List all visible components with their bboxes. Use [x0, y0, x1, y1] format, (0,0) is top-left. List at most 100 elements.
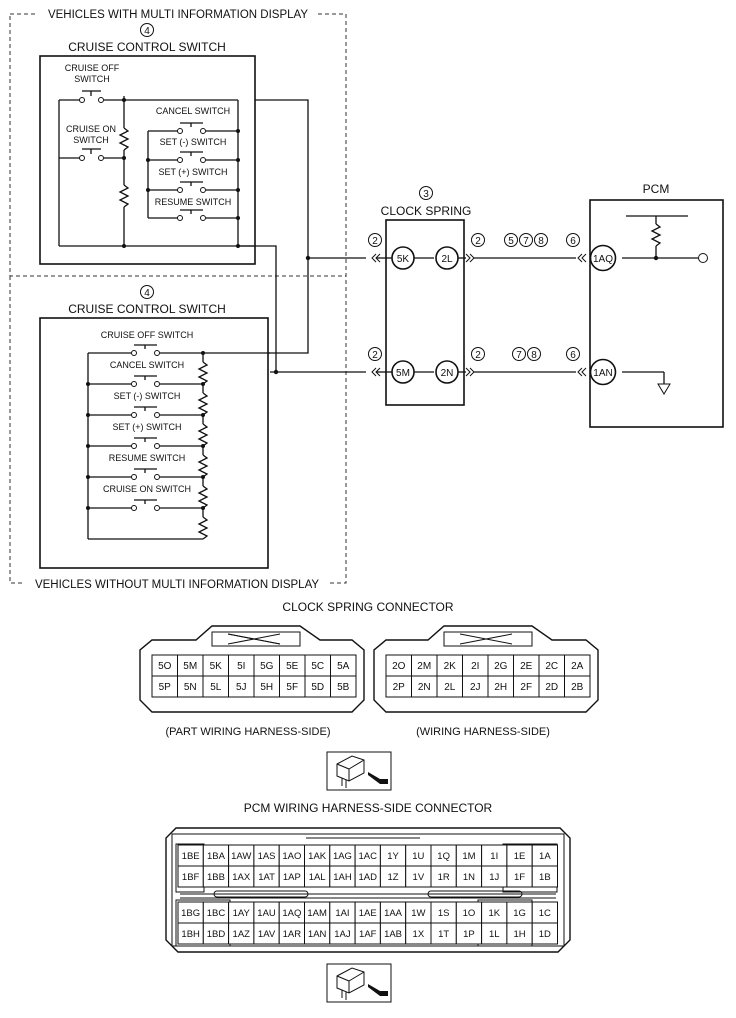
ref-num-2-d: 2 [475, 350, 481, 361]
ref-num-2-a: 2 [372, 236, 378, 247]
pcm-pin-label: 1N [463, 872, 475, 883]
clock-connector-title: CLOCK SPRING CONNECTOR [282, 600, 453, 614]
variant-outline-without-mid [9, 276, 347, 584]
ref-circle-8-a [534, 233, 548, 247]
pcm-pin-label: 1S [438, 908, 450, 919]
pcm-pin-label: 1AD [359, 872, 378, 883]
view-direction-icon-2 [326, 963, 392, 1003]
label-cancel-upper: CANCEL SWITCH [156, 106, 230, 116]
connector-pin-label: 5D [311, 682, 324, 693]
connector-pin-label: 5E [286, 661, 299, 672]
label-cruise-on-lower: CRUISE ON SWITCH [103, 484, 191, 494]
label-set-plus-upper: SET (+) SWITCH [158, 167, 227, 177]
connector-pin-label: 2J [470, 682, 481, 693]
terminal-5k [391, 246, 415, 270]
label-cruise-on-upper: CRUISE ON [66, 124, 116, 134]
terminal-1aq-label: 1AQ [593, 254, 613, 265]
pcm-pin-label: 1AY [233, 908, 251, 919]
label-cancel-lower: CANCEL SWITCH [110, 360, 184, 370]
connector-pin-label: 5M [183, 661, 197, 672]
connector-pin-label: 2G [494, 661, 508, 672]
terminal-5m [391, 360, 415, 384]
pcm-pin-label: 1A [539, 851, 551, 862]
ref-num-8-b: 8 [531, 350, 537, 361]
pcm-pin-label: 1AM [307, 908, 327, 919]
ref-num-6-b: 6 [570, 350, 576, 361]
ref-circle-2-d [471, 347, 485, 361]
connector-pin-label: 5B [337, 682, 350, 693]
label-cruise-on-upper-2: SWITCH [73, 135, 109, 145]
variant-label-without-mid: VEHICLES WITHOUT MULTI INFORMATION DISPL… [35, 579, 319, 591]
connector-pin-label: 2B [571, 682, 584, 693]
ref-circle-4-lower [140, 285, 154, 299]
connector-pin-label: 2O [392, 661, 406, 672]
label-resume-lower: RESUME SWITCH [109, 453, 186, 463]
pcm-pin-label: 1Z [388, 872, 399, 883]
pcm-box [589, 199, 724, 428]
pcm-pin-label: 1M [462, 851, 475, 862]
pcm-title: PCM [643, 182, 670, 196]
connector-pin-label: 2F [520, 682, 532, 693]
connector-pin-label: 5C [311, 661, 324, 672]
terminal-1an-label: 1AN [593, 368, 612, 379]
connector-pin-cell [564, 675, 591, 698]
pcm-pin-label: 1P [463, 929, 475, 940]
pcm-pin-label: 1AQ [282, 908, 301, 919]
pcm-pin-label: 1F [514, 872, 525, 883]
ref-num-3: 3 [423, 189, 429, 200]
clock-connector-left-caption: (PART WIRING HARNESS-SIDE) [165, 726, 330, 738]
connector-pin-label: 5N [184, 682, 197, 693]
pcm-pin-label: 1I [490, 851, 498, 862]
pcm-pin-label: 1AH [333, 872, 352, 883]
label-set-minus-lower: SET (-) SWITCH [114, 391, 181, 401]
label-cruise-off-upper: CRUISE OFF [65, 63, 120, 73]
pcm-pin-label: 1G [513, 908, 526, 919]
ref-num-7-a: 7 [523, 236, 529, 247]
pcm-pin-label: 1O [463, 908, 476, 919]
connector-pin-label: 2E [520, 661, 533, 672]
connector-pin-label: 2N [418, 682, 431, 693]
pcm-pin-label: 1BB [207, 872, 225, 883]
variant-label-with-mid: VEHICLES WITH MULTI INFORMATION DISPLAY [48, 9, 308, 21]
connector-pin-label: 5O [158, 661, 172, 672]
pcm-pin-cell [531, 865, 559, 888]
harness-wires [238, 245, 587, 377]
connector-pin-label: 2P [393, 682, 406, 693]
ccs-title-lower: CRUISE CONTROL SWITCH [68, 302, 226, 316]
ref-circle-2-a [368, 233, 382, 247]
ref-num-8-a: 8 [538, 236, 544, 247]
terminal-1an [589, 358, 617, 386]
pcm-pin-label: 1BG [181, 908, 200, 919]
pcm-pin-label: 1AW [231, 851, 251, 862]
ref-num-5: 5 [508, 236, 514, 247]
ccs-box-lower [39, 317, 269, 569]
pcm-pin-label: 1AX [232, 872, 251, 883]
pcm-pin-cell [531, 922, 559, 945]
pcm-pin-label: 1BA [207, 851, 226, 862]
label-set-minus-upper: SET (-) SWITCH [160, 137, 227, 147]
clock-connector-right-caption: (WIRING HARNESS-SIDE) [416, 726, 550, 738]
ref-num-4-lower: 4 [144, 288, 150, 299]
view-direction-icon [326, 751, 392, 791]
terminal-2n-label: 2N [441, 368, 454, 379]
pcm-pin-label: 1BC [207, 908, 226, 919]
ccs-lower-circuit [86, 344, 270, 540]
pcm-pin-label: 1AK [308, 851, 327, 862]
connector-pin-label: 5P [159, 682, 172, 693]
terminal-1aq [589, 244, 617, 272]
pcm-pin-label: 1L [489, 929, 500, 940]
pcm-pin-label: 1AT [258, 872, 275, 883]
pcm-pin-label: 1AF [359, 929, 377, 940]
ref-circle-6-b [566, 347, 580, 361]
ref-circle-8-b [527, 347, 541, 361]
pcm-pin-label: 1H [513, 929, 525, 940]
connector-pin-label: 2K [444, 661, 457, 672]
connector-pin-label: 5I [237, 661, 245, 672]
pcm-pin-label: 1C [539, 908, 551, 919]
pcm-pin-label: 1R [438, 872, 450, 883]
pcm-pin-label: 1AE [359, 908, 377, 919]
